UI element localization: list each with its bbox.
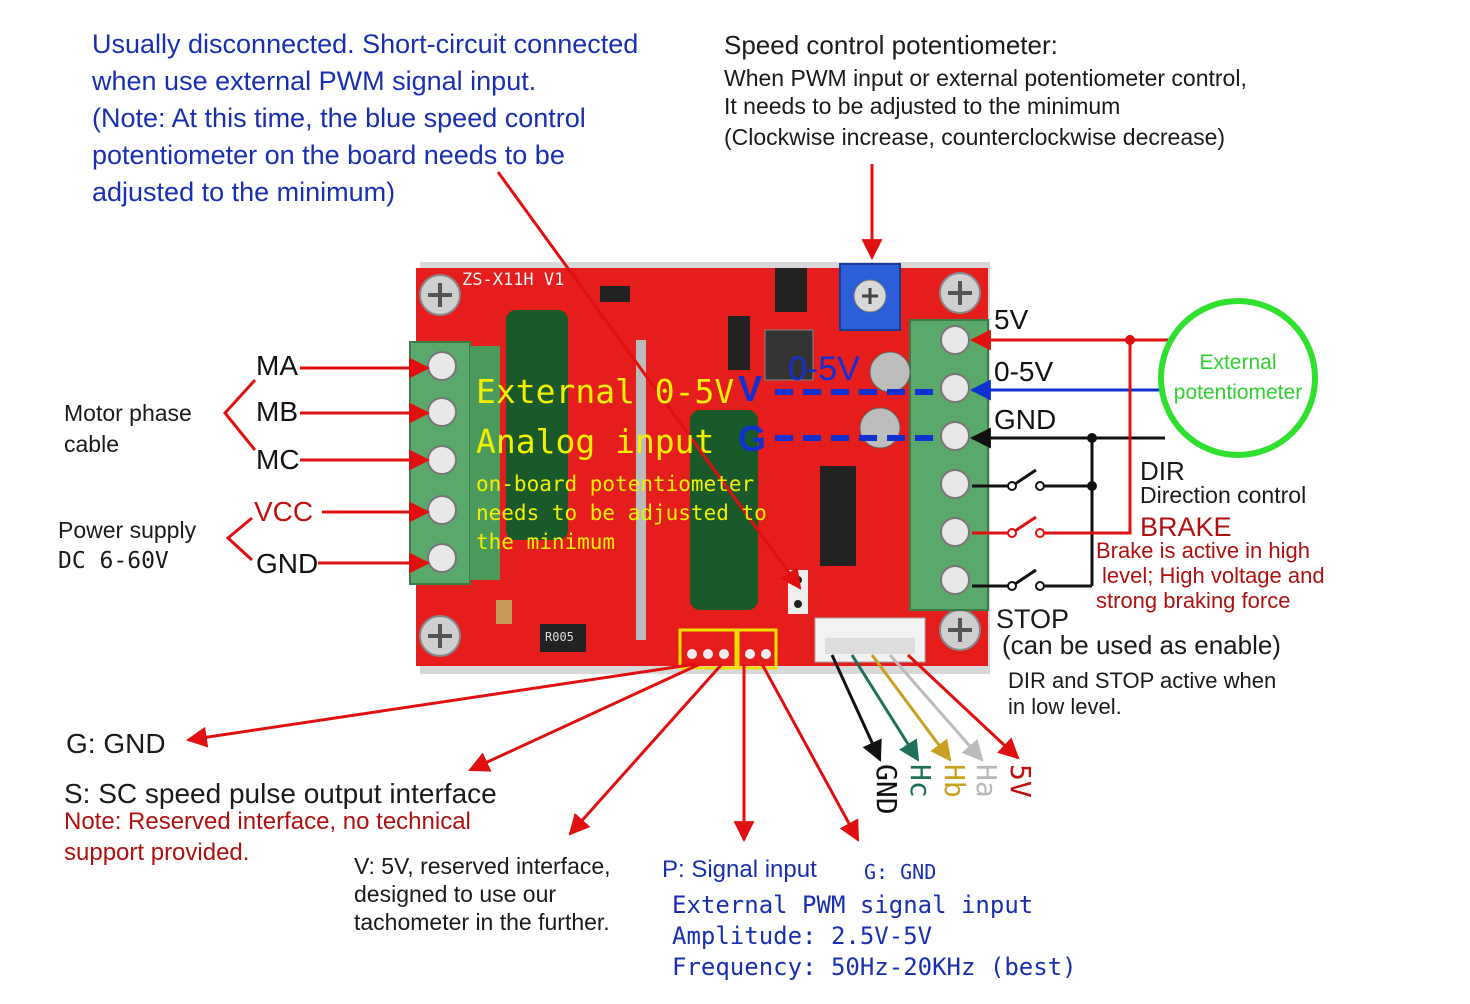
overlay-sub-line: the minimum [476, 530, 616, 554]
jumper-note-line: adjusted to the minimum) [92, 177, 396, 207]
hall-hc: Hc [904, 764, 937, 798]
hall-ha: Ha [970, 764, 1003, 798]
pin-gnd: GND [256, 548, 319, 579]
power-supply-line: DC 6-60V [58, 548, 169, 574]
right-wiring [969, 329, 1170, 591]
dir-desc: Direction control [1140, 482, 1307, 508]
v-note: V: 5V, reserved interface, designed to u… [354, 852, 611, 936]
speed-pot-title: Speed control potentiometer: [724, 30, 1058, 60]
jumper-note-line: when use external PWM signal input. [92, 66, 537, 96]
s-note-line: support provided. [64, 839, 250, 866]
jumper-arrow [496, 171, 802, 590]
bottom-arrows [185, 662, 860, 843]
v-note-line: designed to use our [354, 881, 557, 907]
ext-pot-line: External [1199, 351, 1277, 374]
external-potentiometer [1158, 298, 1318, 458]
overlay-analog: Analog input [476, 422, 715, 461]
jumper-note: Usually disconnected. Short-circuit conn… [92, 26, 638, 211]
s-note: Note: Reserved interface, no technical s… [64, 806, 471, 868]
hall-gnd: GND [870, 764, 903, 815]
jumper-note-line: (Note: At this time, the blue speed cont… [92, 103, 586, 133]
active-low-line: DIR and STOP active when [1008, 668, 1277, 693]
right-terminal-block [909, 319, 989, 611]
pwm-spec-line: Amplitude: 2.5V-5V [672, 922, 933, 950]
header-pins [678, 628, 778, 670]
overlay-sub-line: needs to be adjusted to [476, 501, 767, 525]
speed-pot-line: When PWM input or external potentiometer… [724, 65, 1247, 91]
pwm-spec-line: Frequency: 50Hz-20KHz (best) [672, 953, 1077, 981]
g-gnd-label: G: GND [66, 728, 166, 759]
s-output-label: S: SC speed pulse output interface [64, 778, 497, 809]
pin-mb: MB [256, 396, 298, 427]
overlay-sub: on-board potentiometer needs to be adjus… [476, 470, 767, 557]
pin-ma: MA [256, 350, 298, 381]
speed-pot-line: (Clockwise increase, counterclockwise de… [724, 124, 1226, 150]
hall-hb: Hb [938, 764, 971, 798]
board-model: ZS-X11H V1 [462, 270, 565, 290]
left-arrows [223, 357, 431, 574]
hall-wires [830, 653, 1020, 762]
terminal-5v: 5V [994, 304, 1029, 335]
motor-phase-line: cable [64, 431, 119, 457]
p-gnd-label: G: GND [864, 860, 937, 884]
pin-mc: MC [256, 444, 300, 475]
stop-desc: (can be used as enable) [1002, 630, 1281, 660]
speed-pot-line: It needs to be adjusted to the minimum [724, 93, 1121, 119]
components [496, 268, 856, 652]
brake-desc-line: Brake is active in high [1096, 538, 1310, 563]
overlay-external: External 0-5V [476, 372, 735, 411]
active-low-line: in low level. [1008, 694, 1122, 719]
v-note-line: V: 5V, reserved interface, [354, 853, 611, 879]
power-supply-line: Power supply [58, 517, 197, 543]
active-low-note: DIR and STOP active when in low level. [1008, 668, 1276, 720]
jumper-note-line: Usually disconnected. Short-circuit conn… [92, 29, 639, 59]
brake-title: BRAKE [1140, 512, 1232, 542]
ext-pot-label: External potentiometer [1166, 348, 1310, 408]
dir-title: DIR [1140, 456, 1185, 486]
ext-pot-line: potentiometer [1173, 381, 1303, 404]
hall-5v: 5V [1004, 764, 1037, 798]
terminal-0-5v: 0-5V [994, 356, 1054, 387]
mounting-screws [419, 272, 981, 657]
power-supply-label: Power supply DC 6-60V [58, 515, 196, 577]
pwm-spec-line: External PWM signal input [672, 891, 1034, 919]
terminal-gnd: GND [994, 404, 1057, 435]
v-note-line: tachometer in the further. [354, 909, 610, 935]
brake-desc: Brake is active in high level; High volt… [1096, 538, 1325, 613]
motor-phase-label: Motor phase cable [64, 398, 192, 460]
overlay-v: V [738, 368, 763, 409]
motor-phase-line: Motor phase [64, 400, 192, 426]
pwm-spec: External PWM signal input Amplitude: 2.5… [672, 890, 1077, 983]
overlay-g: G [738, 418, 767, 459]
jumper-note-line: potentiometer on the board needs to be [92, 140, 565, 170]
pin-vcc: VCC [254, 496, 314, 527]
overlay-sub-line: on-board potentiometer [476, 472, 755, 496]
overlay-range: 0-5V [788, 350, 860, 388]
brake-desc-line: strong braking force [1096, 588, 1291, 613]
resistor-label: R005 [545, 630, 574, 644]
p-signal-title: P: Signal input [662, 856, 817, 883]
brake-desc-line: level; High voltage and [1102, 563, 1325, 588]
s-note-line: Note: Reserved interface, no technical [64, 808, 471, 835]
speed-pot-desc: When PWM input or external potentiometer… [724, 64, 1247, 151]
blue-speed-potentiometer [839, 263, 901, 331]
stop-title: STOP [996, 604, 1070, 634]
